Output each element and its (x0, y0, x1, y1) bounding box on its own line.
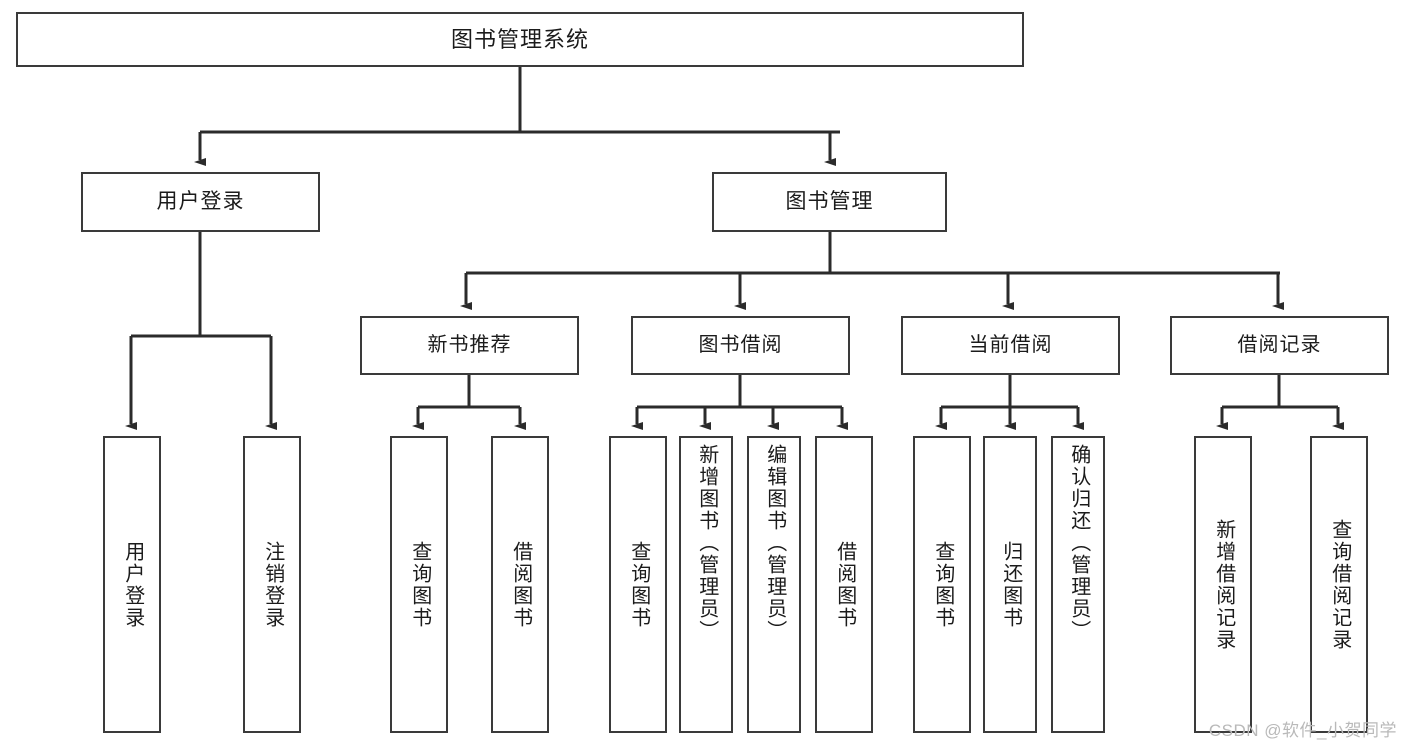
leaf-new-book-query-book-label: 查询图书 (408, 540, 431, 629)
leaf-current-borrow-return-book-label: 归还图书 (999, 540, 1022, 629)
csdn-watermark: CSDN @软件_小贺同学 (1208, 721, 1397, 740)
leaf-new-book-query-book[interactable]: 查询图书 (390, 436, 448, 733)
node-user-login-label: 用户登录 (156, 189, 245, 213)
leaf-book-borrow-query-book-label: 查询图书 (627, 540, 650, 629)
leaf-user-login-do-login-label: 用户登录 (121, 540, 144, 629)
node-book-management-label: 图书管理 (785, 189, 874, 213)
node-user-login[interactable]: 用户登录 (81, 172, 320, 232)
leaf-book-borrow-add-book-label: 新增图书（管理员） (695, 444, 718, 642)
leaf-current-borrow-return-book[interactable]: 归还图书 (983, 436, 1037, 733)
node-book-borrow[interactable]: 图书借阅 (631, 316, 850, 375)
node-current-borrow[interactable]: 当前借阅 (901, 316, 1120, 375)
leaf-borrow-record-query-record[interactable]: 查询借阅记录 (1310, 436, 1368, 733)
leaf-user-login-logout-label: 注销登录 (261, 540, 284, 629)
node-current-borrow-label: 当前借阅 (968, 334, 1053, 356)
node-book-borrow-label: 图书借阅 (698, 334, 783, 356)
leaf-borrow-record-add-record[interactable]: 新增借阅记录 (1194, 436, 1252, 733)
leaf-book-borrow-query-book[interactable]: 查询图书 (609, 436, 667, 733)
leaf-user-login-logout[interactable]: 注销登录 (243, 436, 301, 733)
leaf-borrow-record-add-record-label: 新增借阅记录 (1212, 518, 1235, 651)
leaf-user-login-do-login[interactable]: 用户登录 (103, 436, 161, 733)
leaf-new-book-borrow-book-label: 借阅图书 (509, 540, 532, 629)
leaf-book-borrow-borrow-book-label: 借阅图书 (833, 540, 856, 629)
leaf-current-borrow-query-book[interactable]: 查询图书 (913, 436, 971, 733)
leaf-current-borrow-query-book-label: 查询图书 (931, 540, 954, 629)
leaf-book-borrow-edit-book[interactable]: 编辑图书（管理员） (747, 436, 801, 733)
leaf-book-borrow-add-book[interactable]: 新增图书（管理员） (679, 436, 733, 733)
node-new-book-recommend-label: 新书推荐 (427, 334, 512, 356)
node-root-system[interactable]: 图书管理系统 (16, 12, 1024, 67)
leaf-current-borrow-confirm-return[interactable]: 确认归还（管理员） (1051, 436, 1105, 733)
leaf-borrow-record-query-record-label: 查询借阅记录 (1328, 518, 1351, 651)
node-book-management[interactable]: 图书管理 (712, 172, 947, 232)
leaf-current-borrow-confirm-return-label: 确认归还（管理员） (1067, 444, 1090, 642)
node-new-book-recommend[interactable]: 新书推荐 (360, 316, 579, 375)
node-borrow-record[interactable]: 借阅记录 (1170, 316, 1389, 375)
node-root-label: 图书管理系统 (450, 26, 589, 52)
leaf-new-book-borrow-book[interactable]: 借阅图书 (491, 436, 549, 733)
leaf-book-borrow-borrow-book[interactable]: 借阅图书 (815, 436, 873, 733)
node-borrow-record-label: 借阅记录 (1237, 334, 1322, 356)
leaf-book-borrow-edit-book-label: 编辑图书（管理员） (763, 444, 786, 642)
